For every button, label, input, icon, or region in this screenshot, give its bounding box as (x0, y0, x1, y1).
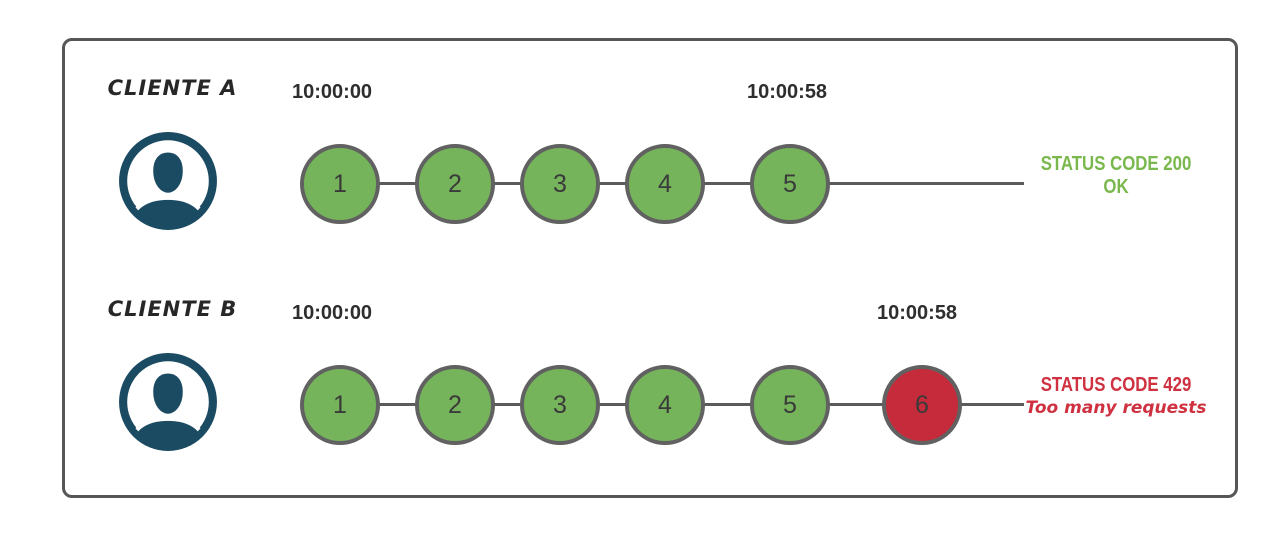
diagram-border-box (62, 38, 1238, 498)
